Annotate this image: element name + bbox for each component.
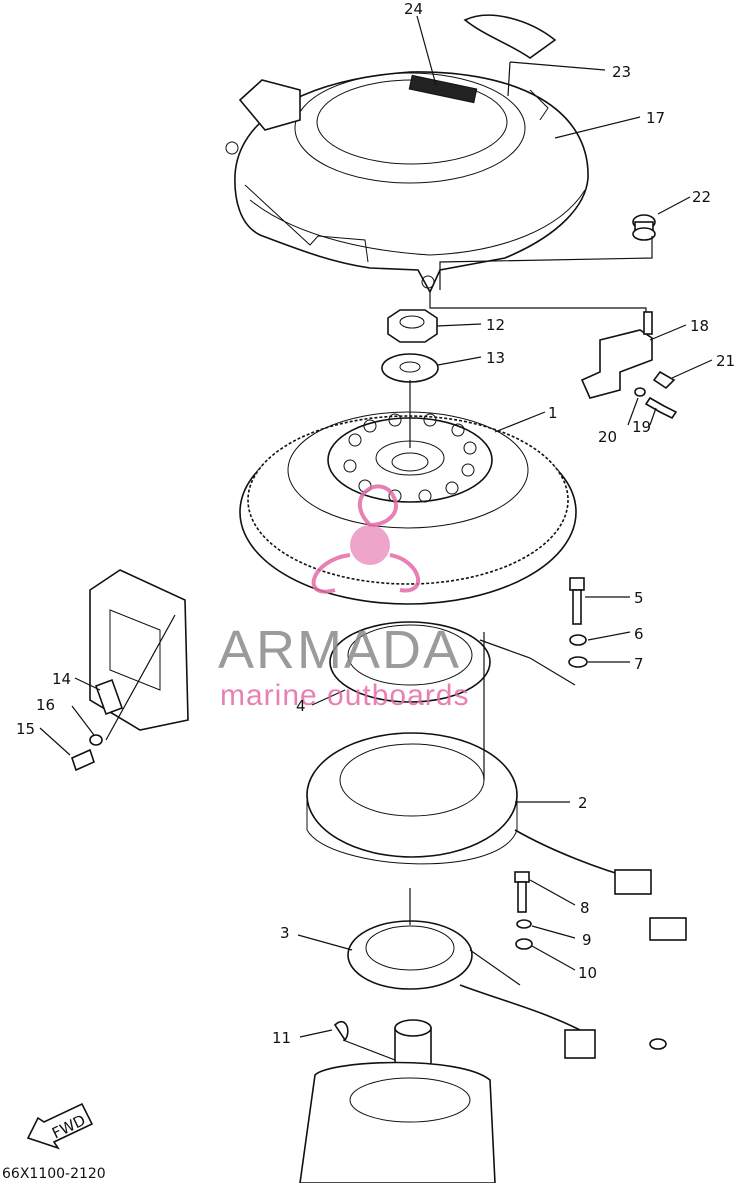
fwd-label: FWD bbox=[49, 1111, 88, 1143]
pulser-spring-washer bbox=[516, 919, 532, 929]
flywheel bbox=[239, 411, 577, 605]
spring-washer bbox=[569, 634, 587, 646]
callout-9: 9 bbox=[582, 931, 592, 949]
callout-24: 24 bbox=[404, 0, 423, 18]
callout-5: 5 bbox=[634, 589, 644, 607]
callout-2: 2 bbox=[578, 794, 588, 812]
flywheel-cover bbox=[225, 14, 589, 294]
grommet bbox=[632, 214, 656, 241]
watermark: ARMADA marine outboards bbox=[218, 484, 469, 712]
callout-7: 7 bbox=[634, 655, 644, 673]
pulser-bracket bbox=[580, 311, 678, 420]
callout-20: 20 bbox=[598, 428, 617, 446]
crankcase bbox=[299, 1019, 496, 1183]
callout-23: 23 bbox=[612, 63, 631, 81]
callout-6: 6 bbox=[634, 625, 644, 643]
propeller-logo-icon bbox=[311, 484, 421, 594]
mount-plate bbox=[71, 569, 189, 772]
callout-12: 12 bbox=[486, 316, 505, 334]
callout-19: 19 bbox=[632, 418, 651, 436]
woodruff-key bbox=[333, 1020, 349, 1042]
drawing-code: 66X1100-2120 bbox=[2, 1166, 106, 1182]
pulser-coil bbox=[347, 920, 667, 1059]
callout-13: 13 bbox=[486, 349, 505, 367]
flywheel-washer bbox=[381, 353, 439, 383]
callout-14: 14 bbox=[52, 670, 71, 688]
callout-16: 16 bbox=[36, 696, 55, 714]
leader-lines bbox=[39, 15, 713, 1061]
callout-15: 15 bbox=[16, 720, 35, 738]
callout-3: 3 bbox=[280, 924, 290, 942]
stator-bolt bbox=[569, 577, 585, 625]
stator-ring bbox=[329, 621, 491, 703]
callout-10: 10 bbox=[578, 964, 597, 982]
plain-washer bbox=[568, 656, 588, 668]
pulser-screw bbox=[514, 871, 530, 913]
callout-18: 18 bbox=[690, 317, 709, 335]
callout-17: 17 bbox=[646, 109, 665, 127]
pulser-plain-washer bbox=[515, 938, 533, 950]
fwd-arrow-icon bbox=[26, 1102, 94, 1150]
callout-11: 11 bbox=[272, 1029, 291, 1047]
watermark-tagline: marine outboards bbox=[220, 679, 469, 712]
callout-21: 21 bbox=[716, 352, 735, 370]
callout-labels: 24 23 17 22 12 13 18 21 1 20 19 5 6 7 14… bbox=[16, 0, 735, 1047]
callout-22: 22 bbox=[692, 188, 711, 206]
callout-4: 4 bbox=[296, 697, 306, 715]
callout-8: 8 bbox=[580, 899, 590, 917]
stator-coil bbox=[306, 732, 687, 941]
watermark-brand: ARMADA bbox=[218, 620, 461, 680]
flywheel-holes bbox=[343, 413, 477, 503]
callout-1: 1 bbox=[548, 404, 558, 422]
flywheel-nut bbox=[387, 309, 438, 343]
